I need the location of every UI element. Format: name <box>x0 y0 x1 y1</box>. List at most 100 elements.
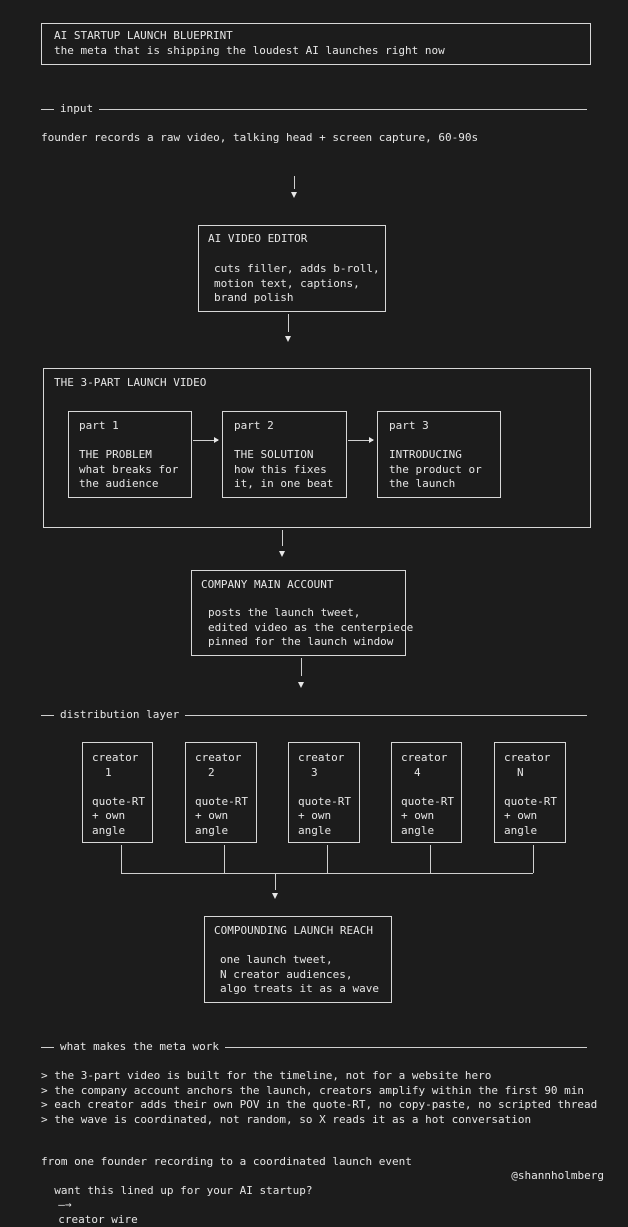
down-arrow-icon <box>272 893 278 899</box>
creator-spacer <box>401 780 455 795</box>
part-3-line: the product or <box>389 462 482 476</box>
editor-line: brand polish <box>214 291 294 304</box>
creator-id: N <box>517 765 524 779</box>
editor-box <box>198 225 386 312</box>
down-arrow-icon <box>279 551 285 557</box>
company-title: COMPANY MAIN ACCOUNT <box>201 578 334 591</box>
part-2-heading: THE SOLUTION <box>234 448 314 461</box>
creator-line: + own <box>195 809 229 822</box>
creator-line: quote-RT <box>92 794 145 808</box>
part-2-line: how this fixes <box>234 462 327 476</box>
creator-id: 1 <box>105 765 112 779</box>
part-2-label: part 2 <box>234 419 274 432</box>
company-line: edited video as the centerpiece <box>208 620 414 634</box>
connector-line <box>288 314 289 332</box>
part-1-heading: THE PROBLEM <box>79 448 152 461</box>
launch-video-title: THE 3-PART LAUNCH VIDEO <box>54 376 207 389</box>
reach-line: algo treats it as a wave <box>220 982 379 995</box>
meta-divider <box>41 1047 587 1048</box>
right-arrow-icon <box>369 437 374 443</box>
connector-line <box>121 845 122 873</box>
creator-id: 2 <box>208 765 215 779</box>
creator-3-content: creator 3 quote-RT + own angle <box>298 751 352 838</box>
creator-id: 3 <box>311 765 318 779</box>
creator-wire-link[interactable]: creator wire <box>58 1212 138 1226</box>
creator-name: creator <box>504 751 551 764</box>
editor-title: AI VIDEO EDITOR <box>208 232 308 245</box>
creator-box <box>494 742 566 843</box>
footer-line-1: from one founder recording to a coordina… <box>41 1155 412 1168</box>
creator-line: angle <box>92 823 126 837</box>
part-1-line: the audience <box>79 477 159 490</box>
connector-line <box>294 176 295 189</box>
connector-line <box>348 440 373 441</box>
reach-line: N creator audiences, <box>220 967 353 981</box>
connector-line <box>301 658 302 676</box>
creator-box <box>185 742 257 843</box>
creator-line: quote-RT <box>298 794 351 808</box>
creator-name: creator <box>298 751 345 764</box>
reach-line: one launch tweet, <box>220 953 333 966</box>
creator-name: creator <box>92 751 139 764</box>
creator-name: creator <box>401 751 448 764</box>
creator-line: quote-RT <box>401 794 454 808</box>
down-arrow-icon <box>285 336 291 342</box>
creator-line: quote-RT <box>195 794 248 808</box>
creator-line: + own <box>401 809 435 822</box>
meta-bullets: > the 3-part video is built for the time… <box>41 1069 597 1127</box>
part-2-box <box>222 411 347 498</box>
company-line: pinned for the launch window <box>208 635 394 648</box>
down-arrow-icon <box>298 682 304 688</box>
connector-line <box>282 530 283 546</box>
reach-box <box>204 916 392 1003</box>
connector-line <box>533 845 534 873</box>
company-line: posts the launch tweet, <box>208 606 361 619</box>
creator-line: + own <box>92 809 126 822</box>
company-description: posts the launch tweet, edited video as … <box>208 606 413 650</box>
creator-1-content: creator 1 quote-RT + own angle <box>92 751 146 838</box>
creator-line: quote-RT <box>504 794 557 808</box>
creator-spacer <box>92 780 146 795</box>
part-2-content: THE SOLUTION how this fixes it, in one b… <box>234 448 333 492</box>
author-handle[interactable]: @shannholmberg <box>511 1169 604 1182</box>
part-3-content: INTRODUCING the product or the launch <box>389 448 482 492</box>
creator-line: + own <box>504 809 538 822</box>
meta-bullet: > the wave is coordinated, not random, s… <box>41 1112 532 1126</box>
creator-line: angle <box>195 823 229 837</box>
creator-4-content: creator 4 quote-RT + own angle <box>401 751 455 838</box>
editor-line: cuts filler, adds b-roll, <box>214 262 380 275</box>
connector-bus <box>121 873 533 874</box>
part-3-line: the launch <box>389 477 456 490</box>
creator-name: creator <box>195 751 242 764</box>
connector-line <box>275 873 276 890</box>
meta-bullet: > each creator adds their own POV in the… <box>41 1098 598 1111</box>
creator-id: 4 <box>414 765 421 779</box>
footer-line-2: want this lined up for your AI startup? … <box>41 1169 313 1227</box>
creator-box <box>82 742 153 843</box>
part-3-box <box>377 411 501 498</box>
creator-box <box>288 742 360 843</box>
creator-line: + own <box>298 809 332 822</box>
input-section-label: input <box>54 102 100 116</box>
distribution-divider <box>41 715 587 716</box>
creator-line: angle <box>298 823 332 837</box>
distribution-section-label: distribution layer <box>54 708 186 722</box>
meta-section-label: what makes the meta work <box>54 1040 225 1054</box>
connector-line <box>430 845 431 873</box>
part-1-box <box>68 411 192 498</box>
down-arrow-icon <box>291 192 297 198</box>
company-box <box>191 570 406 656</box>
header-subtitle: the meta that is shipping the loudest AI… <box>54 44 445 57</box>
creator-line: angle <box>504 823 538 837</box>
footer-cta-prompt: want this lined up for your AI startup? <box>54 1183 313 1197</box>
right-arrow-icon <box>214 437 219 443</box>
connector-line <box>224 845 225 873</box>
connector-line <box>327 845 328 873</box>
creator-box <box>391 742 462 843</box>
editor-line: motion text, captions, <box>214 276 360 290</box>
connector-line <box>193 440 218 441</box>
input-text: founder records a raw video, talking hea… <box>41 131 479 144</box>
meta-bullet: > the 3-part video is built for the time… <box>41 1069 492 1082</box>
part-3-heading: INTRODUCING <box>389 448 462 461</box>
part-1-line: what breaks for <box>79 462 179 476</box>
